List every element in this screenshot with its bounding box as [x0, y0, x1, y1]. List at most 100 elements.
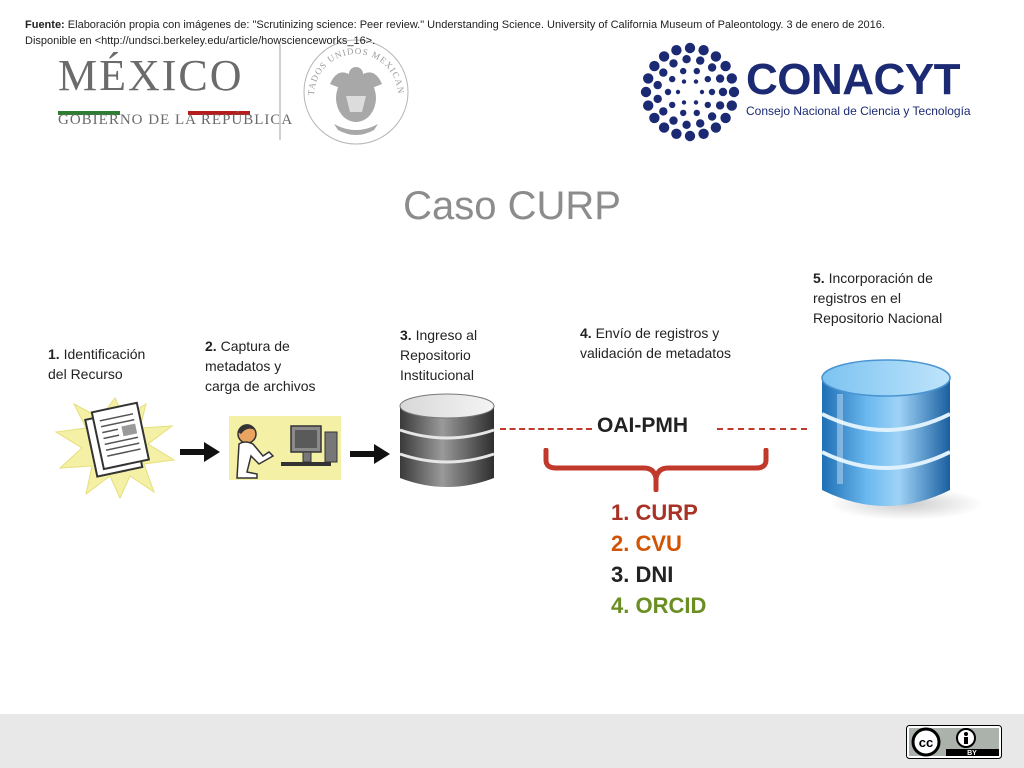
- conacyt-dot: [671, 128, 682, 139]
- step-1-label: 1. Identificación del Recurso: [48, 344, 145, 384]
- step-3-label: 3. Ingreso al Repositorio Institucional: [400, 325, 477, 385]
- identifier-dni: 3. DNI: [611, 562, 674, 587]
- conacyt-dot: [658, 122, 670, 133]
- conacyt-dot: [718, 87, 728, 97]
- mexican-seal-icon: ESTADOS UNIDOS MEXICANOS: [300, 36, 409, 145]
- conacyt-dot: [698, 128, 709, 139]
- conacyt-dot: [653, 80, 662, 90]
- conacyt-dot: [675, 89, 681, 95]
- protocol-dashed-line-right: [717, 428, 807, 430]
- step-4-label: 4. Envío de registros y validación de me…: [580, 323, 731, 363]
- conacyt-dots-icon: [640, 42, 740, 142]
- footer-source-url: Disponible en <http://undsci.berkeley.ed…: [25, 35, 376, 47]
- conacyt-dot: [715, 74, 725, 83]
- conacyt-logo-word: CONACYT: [746, 55, 961, 104]
- person-at-computer-icon: [229, 416, 341, 480]
- conacyt-dot: [681, 100, 687, 105]
- conacyt-dot: [643, 73, 654, 84]
- step-5-label: 5. Incorporación de registros en el Repo…: [813, 268, 942, 328]
- conacyt-dot: [710, 122, 722, 133]
- conacyt-dot: [693, 67, 700, 75]
- conacyt-dot: [669, 75, 676, 83]
- step-3-number: 3.: [400, 327, 412, 343]
- conacyt-dot: [693, 109, 700, 117]
- conacyt-dot: [720, 112, 731, 124]
- conacyt-dot: [710, 51, 722, 62]
- page-title: Caso CURP: [403, 184, 621, 228]
- conacyt-dot: [693, 79, 699, 84]
- step-2-line-1: Captura de: [220, 338, 290, 354]
- conacyt-dot: [726, 73, 737, 84]
- cc-text: cc: [919, 735, 933, 750]
- step-1-number: 1.: [48, 346, 60, 362]
- conacyt-dot: [659, 68, 668, 77]
- arrow-right-icon: [350, 444, 390, 464]
- header-divider: [279, 44, 281, 140]
- identifier-list: 1. CURP 2. CVU 3. DNI 4. ORCID: [611, 497, 706, 621]
- blue-database-icon: [821, 359, 984, 520]
- identifier-orcid: 4. ORCID: [611, 593, 707, 618]
- conacyt-dot: [669, 101, 676, 109]
- conacyt-dot: [715, 101, 725, 110]
- conacyt-dot: [640, 86, 652, 98]
- conacyt-dot: [704, 101, 711, 109]
- conacyt-dot: [699, 89, 705, 95]
- conacyt-dot: [728, 86, 740, 98]
- conacyt-dot: [680, 67, 687, 75]
- conacyt-dot: [693, 100, 699, 105]
- step-3-line-3: Institucional: [400, 367, 474, 383]
- conacyt-dot: [671, 45, 682, 56]
- footer-bar: [0, 714, 1024, 768]
- step-2-line-2: metadatos y: [205, 358, 282, 374]
- conacyt-dot: [682, 55, 691, 64]
- conacyt-dot: [649, 112, 660, 124]
- step-4-number: 4.: [580, 325, 592, 341]
- conacyt-dot: [696, 119, 705, 128]
- step-5-line-3: Repositorio Nacional: [813, 310, 943, 326]
- by-text: BY: [967, 750, 977, 757]
- protocol-label: OAI-PMH: [597, 414, 688, 437]
- conacyt-dot: [684, 42, 696, 54]
- conacyt-dot: [658, 51, 670, 62]
- step-2-label: 2. Captura de metadatos y carga de archi…: [205, 336, 316, 396]
- step-1-line-2: del Recurso: [48, 366, 123, 382]
- footer-source-label: Fuente:: [25, 19, 65, 31]
- step-4-line-2: validación de metadatos: [580, 345, 731, 361]
- document-icon: [54, 397, 176, 500]
- step-3-line-1: Ingreso al: [415, 327, 478, 343]
- conacyt-dot: [707, 63, 717, 72]
- conacyt-dot: [682, 120, 691, 129]
- conacyt-dot: [704, 75, 711, 83]
- conacyt-dot: [707, 112, 717, 121]
- identifier-curp: 1. CURP: [611, 500, 698, 525]
- footer-source-text: Elaboración propia con imágenes de: "Scr…: [64, 19, 885, 31]
- conacyt-dot: [669, 59, 678, 68]
- step-5-line-2: registros en el: [813, 290, 901, 306]
- conacyt-logo: CONACYT Consejo Nacional de Ciencia y Te…: [640, 42, 971, 142]
- conacyt-dot: [643, 100, 654, 111]
- step-2-number: 2.: [205, 338, 217, 354]
- step-2-line-3: carga de archivos: [205, 378, 316, 394]
- step-5-line-1: Incorporación de: [828, 270, 933, 286]
- mexico-logo-stripe: [58, 102, 250, 115]
- conacyt-logo-subtitle: Consejo Nacional de Ciencia y Tecnología: [746, 104, 971, 118]
- footer-source: Fuente: Elaboración propia con imágenes …: [25, 17, 885, 49]
- step-5-number: 5.: [813, 270, 825, 286]
- mexico-gobierno-logo: MÉXICO GOBIERNO DE LA REPÚBLICA: [58, 52, 292, 134]
- server-database-icon: [399, 393, 495, 487]
- conacyt-dot: [708, 88, 716, 96]
- conacyt-dot: [664, 88, 672, 96]
- step-4-line-1: Envío de registros y: [595, 325, 720, 341]
- cc-by-license-icon: cc BY: [906, 725, 1002, 759]
- protocol-dashed-line-left: [500, 428, 592, 430]
- conacyt-dot: [649, 60, 660, 72]
- step-1-line-1: Identificación: [63, 346, 146, 362]
- mexico-logo-subtitle: GOBIERNO DE LA REPÚBLICA: [58, 112, 294, 128]
- conacyt-dot: [669, 116, 678, 125]
- conacyt-dot: [680, 109, 687, 117]
- arrow-right-icon: [180, 442, 220, 462]
- curly-brace-icon: [543, 448, 769, 492]
- conacyt-dot: [684, 130, 696, 142]
- conacyt-dot: [720, 60, 731, 72]
- conacyt-dot: [696, 56, 705, 65]
